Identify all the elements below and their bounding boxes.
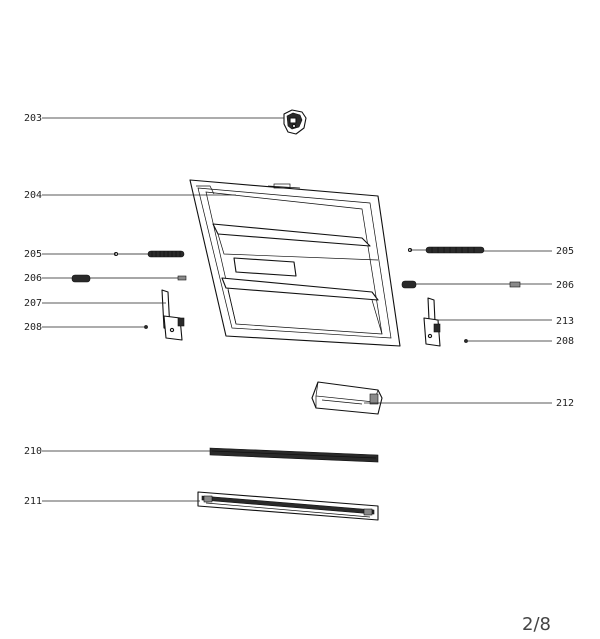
part-205-right-spring — [407, 246, 485, 254]
callout-208-right: 208 — [556, 336, 574, 347]
part-208-left-screw — [144, 325, 148, 329]
callout-204: 204 — [24, 190, 42, 201]
callout-210: 210 — [24, 446, 42, 457]
callout-203: 203 — [24, 113, 42, 124]
callout-207: 207 — [24, 298, 42, 309]
part-207-left-hinge — [161, 289, 185, 341]
part-212-control-housing — [311, 381, 383, 415]
callout-211: 211 — [24, 496, 42, 507]
part-213-right-hinge — [423, 297, 441, 347]
callout-206-right: 206 — [556, 280, 574, 291]
part-204-inner-door — [189, 179, 401, 347]
page-number: 2/8 — [522, 614, 551, 635]
callout-213: 213 — [556, 316, 574, 327]
callout-205-left: 205 — [24, 249, 42, 260]
part-206-left-cable — [71, 274, 187, 283]
part-211-bottom-strip — [197, 491, 379, 521]
part-208-right-screw — [464, 339, 468, 343]
callout-205-right: 205 — [556, 246, 574, 257]
part-210-seal-strip — [209, 447, 379, 463]
part-203-door-lock — [283, 109, 307, 135]
callout-212: 212 — [556, 398, 574, 409]
callout-208-left: 208 — [24, 322, 42, 333]
part-206-right-cable — [401, 280, 521, 289]
callout-206-left: 206 — [24, 273, 42, 284]
part-205-left-spring — [113, 250, 185, 258]
